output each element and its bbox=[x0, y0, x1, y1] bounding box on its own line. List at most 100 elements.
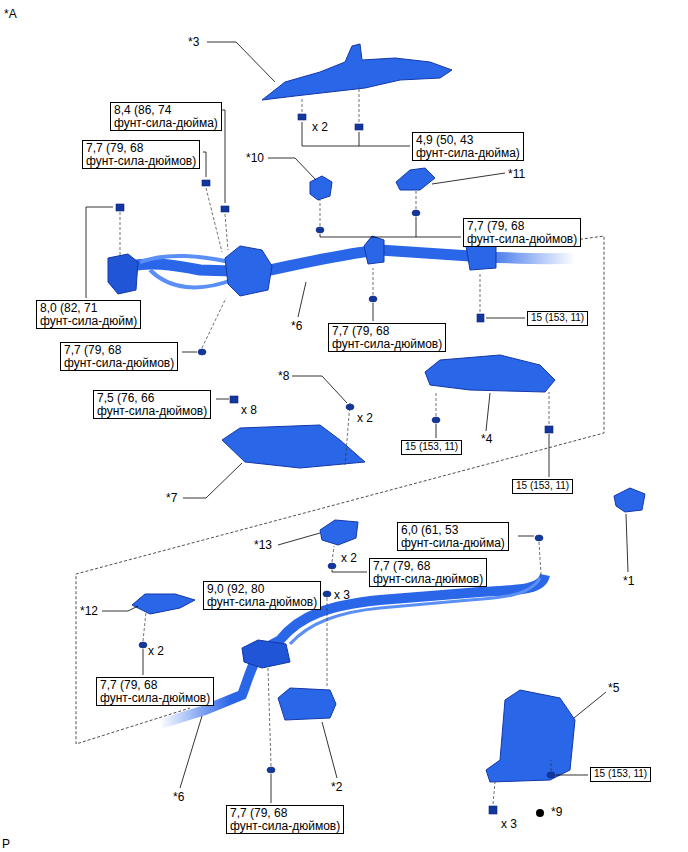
nut bbox=[535, 535, 543, 541]
quantity-label: x 2 bbox=[357, 412, 373, 424]
callout-number: *1 bbox=[623, 575, 634, 587]
callout-number: *13 bbox=[254, 539, 272, 551]
torque-value: 7,7 (79, 68 фунт-сила-дюймов) bbox=[64, 344, 174, 369]
bracket-part bbox=[132, 594, 195, 614]
quantity-label: x 2 bbox=[312, 121, 328, 133]
torque-spec-box: 9,0 (92, 80 фунт-сила-дюймов) bbox=[203, 581, 321, 610]
torque-value: 15 (153, 11) bbox=[405, 442, 458, 453]
bracket-part bbox=[486, 690, 575, 782]
leader-line bbox=[302, 122, 410, 146]
torque-value: 7,5 (76, 66 фунт-сила-дюймов) bbox=[97, 392, 207, 417]
callout-number: *12 bbox=[80, 605, 98, 617]
nut bbox=[316, 227, 324, 233]
region-outline bbox=[76, 236, 604, 744]
torque-spec-box: 15 (153, 11) bbox=[590, 767, 651, 782]
leader-line bbox=[102, 606, 138, 611]
bracket-part bbox=[320, 520, 358, 545]
torque-spec-box: 7,7 (79, 68 фунт-сила-дюймов) bbox=[96, 677, 214, 706]
torque-value: 15 (153, 11) bbox=[594, 769, 647, 780]
harness-strand bbox=[290, 578, 540, 644]
harness-strand bbox=[140, 256, 232, 288]
bolt bbox=[355, 124, 363, 130]
nut bbox=[267, 767, 275, 773]
bolt bbox=[477, 314, 484, 322]
callout-number: *3 bbox=[188, 36, 199, 48]
quantity-label: x 8 bbox=[241, 404, 257, 416]
harness-tube bbox=[160, 575, 545, 724]
nut bbox=[323, 591, 331, 597]
bolt bbox=[230, 396, 238, 403]
bracket-part bbox=[396, 168, 435, 190]
leader-line bbox=[180, 716, 202, 788]
leader-line bbox=[278, 533, 320, 545]
nut bbox=[489, 806, 497, 814]
module-part bbox=[278, 688, 336, 720]
wire-harness bbox=[160, 575, 545, 724]
bracket-part bbox=[310, 176, 332, 200]
torque-spec-box: 7,5 (76, 66 фунт-сила-дюймов) bbox=[93, 390, 211, 419]
torque-spec-box: 7,7 (79, 68 фунт-сила-дюймов) bbox=[369, 558, 487, 587]
tray-part bbox=[222, 425, 365, 468]
leader-line bbox=[203, 152, 206, 177]
torque-value: 7,7 (79, 68 фунт-сила-дюймов) bbox=[230, 807, 340, 832]
quantity-label: x 2 bbox=[148, 645, 164, 657]
torque-value: 7,7 (79, 68 фунт-сила-дюймов) bbox=[86, 142, 196, 167]
nut bbox=[369, 296, 377, 302]
torque-spec-box: 7,7 (79, 68 фунт-сила-дюймов) bbox=[463, 218, 581, 247]
torque-spec-box: 7,7 (79, 68 фунт-сила-дюймов) bbox=[82, 140, 200, 169]
torque-value: 7,7 (79, 68 фунт-сила-дюймов) bbox=[332, 325, 442, 350]
callout-number: *11 bbox=[508, 168, 525, 180]
leader-line bbox=[556, 775, 588, 776]
torque-spec-box: 15 (153, 11) bbox=[527, 311, 588, 326]
harness-connector bbox=[242, 640, 290, 668]
torque-value: 9,0 (92, 80 фунт-сила-дюймов) bbox=[207, 583, 317, 608]
nut bbox=[139, 642, 147, 648]
torque-spec-box: 7,7 (79, 68 фунт-сила-дюймов) bbox=[328, 323, 446, 352]
leader-line bbox=[486, 393, 490, 431]
nut bbox=[547, 772, 555, 778]
leader-line bbox=[518, 536, 534, 537]
bolt bbox=[202, 180, 210, 186]
leader-line bbox=[322, 722, 337, 778]
leader-line bbox=[298, 282, 306, 317]
nut bbox=[328, 563, 336, 569]
torque-value: 4,9 (50, 43 фунт-сила-дюйма) bbox=[416, 134, 520, 159]
region-line bbox=[76, 236, 604, 744]
leader-line bbox=[574, 692, 606, 718]
harness-tube bbox=[130, 250, 575, 272]
torque-value: 15 (153, 11) bbox=[531, 313, 584, 324]
view-label: P bbox=[2, 838, 10, 850]
nut bbox=[412, 210, 420, 216]
leader-line bbox=[292, 376, 347, 403]
cover-part bbox=[425, 355, 555, 392]
shield-part bbox=[262, 44, 452, 100]
torque-value: 7,7 (79, 68 фунт-сила-дюймов) bbox=[100, 679, 210, 704]
leader-line bbox=[486, 318, 525, 319]
torque-spec-box: 15 (153, 11) bbox=[512, 479, 573, 494]
callout-number: *9 bbox=[551, 806, 562, 818]
small-part bbox=[614, 488, 645, 512]
leader-line bbox=[549, 434, 550, 477]
leader-line bbox=[268, 158, 316, 180]
nut bbox=[432, 417, 440, 423]
leader-line bbox=[436, 424, 437, 438]
torque-value: 6,0 (61, 53 фунт-сила-дюйма) bbox=[401, 524, 505, 549]
nut bbox=[198, 349, 206, 355]
leader-lines bbox=[86, 42, 628, 803]
leader-line bbox=[143, 649, 144, 675]
leader-line bbox=[216, 399, 229, 400]
torque-spec-box: 8,4 (86, 74 фунт-сила-дюйма) bbox=[110, 102, 222, 131]
torque-spec-box: 15 (153, 11) bbox=[401, 440, 462, 455]
bolt bbox=[116, 204, 124, 211]
torque-value: 8,0 (82, 71 фунт-сила-дюйм) bbox=[40, 302, 137, 327]
quantity-label: x 3 bbox=[501, 818, 517, 830]
torque-spec-box: 6,0 (61, 53 фунт-сила-дюйма) bbox=[397, 522, 509, 551]
torque-value: 7,7 (79, 68 фунт-сила-дюймов) bbox=[467, 220, 577, 245]
torque-value: 8,4 (86, 74 фунт-сила-дюйма) bbox=[114, 104, 218, 129]
harness-clip bbox=[364, 236, 384, 264]
callout-number: *7 bbox=[166, 492, 177, 504]
harness-connector bbox=[108, 254, 138, 294]
harness-junction bbox=[225, 246, 272, 296]
leader-line bbox=[320, 217, 461, 237]
